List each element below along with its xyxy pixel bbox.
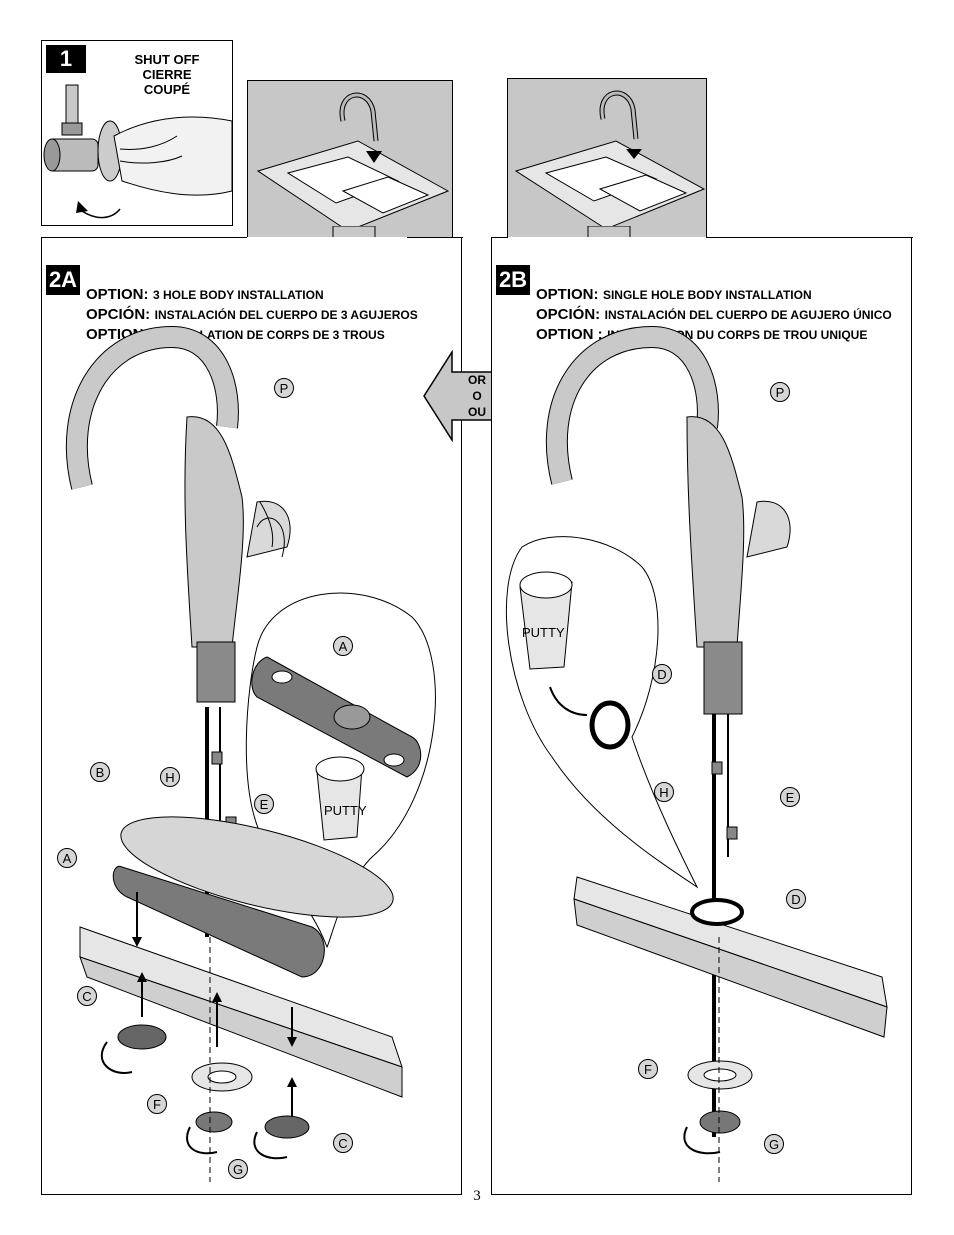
putty-label-b: PUTTY <box>522 625 565 640</box>
callout-g: G <box>228 1159 248 1179</box>
step2b-number: 2B <box>496 265 530 295</box>
top-border <box>407 237 463 238</box>
top-border <box>706 237 913 238</box>
or-text: OR <box>468 373 486 387</box>
shutoff-valve-illustration <box>43 84 233 219</box>
callout-c: C <box>77 986 97 1006</box>
callout-f: F <box>147 1094 167 1114</box>
top-border <box>490 237 508 238</box>
step2a-illustration: PUTTY <box>65 325 436 1182</box>
shut-off-text: SHUT OFF <box>134 52 200 67</box>
step2a-header: OPTION: 3 HOLE BODY INSTALLATION OPCIÓN:… <box>86 286 418 343</box>
callout-h: H <box>654 782 674 802</box>
callout-p: P <box>770 382 790 402</box>
callout-e: E <box>254 794 274 814</box>
callout-a: A <box>57 848 77 868</box>
sink-illustration <box>256 92 450 232</box>
top-border <box>40 237 247 238</box>
ou-text: OU <box>468 405 486 419</box>
callout-c: C <box>333 1133 353 1153</box>
step2a-number: 2A <box>46 265 80 295</box>
callout-h: H <box>160 767 180 787</box>
step1-panel: 1 SHUT OFF CIERRE COUPÉ <box>41 40 233 226</box>
callout-d: D <box>786 889 806 909</box>
coupe-text: COUPÉ <box>143 82 191 97</box>
page-number: 3 <box>473 1188 481 1204</box>
step2a-panel: 2A OPTION: 3 HOLE BODY INSTALLATION OPCI… <box>40 237 463 1195</box>
callout-e: E <box>780 787 800 807</box>
step1-label: SHUT OFF CIERRE COUPÉ <box>114 52 220 97</box>
step2b-illustration: PUTTY <box>505 325 888 1182</box>
o-text: O <box>472 389 482 403</box>
step2b-panel: 2B OPTION: SINGLE HOLE BODY INSTALLATION… <box>490 237 913 1195</box>
callout-b: B <box>90 762 110 782</box>
callout-g: G <box>764 1134 784 1154</box>
step1-number: 1 <box>46 45 86 73</box>
sink-illustration <box>514 90 706 230</box>
callout-p: P <box>274 378 294 398</box>
callout-f: F <box>638 1059 658 1079</box>
cierre-text: CIERRE <box>142 67 192 82</box>
putty-label-a: PUTTY <box>324 803 367 818</box>
callout-a: A <box>333 636 353 656</box>
callout-d: D <box>652 664 672 684</box>
